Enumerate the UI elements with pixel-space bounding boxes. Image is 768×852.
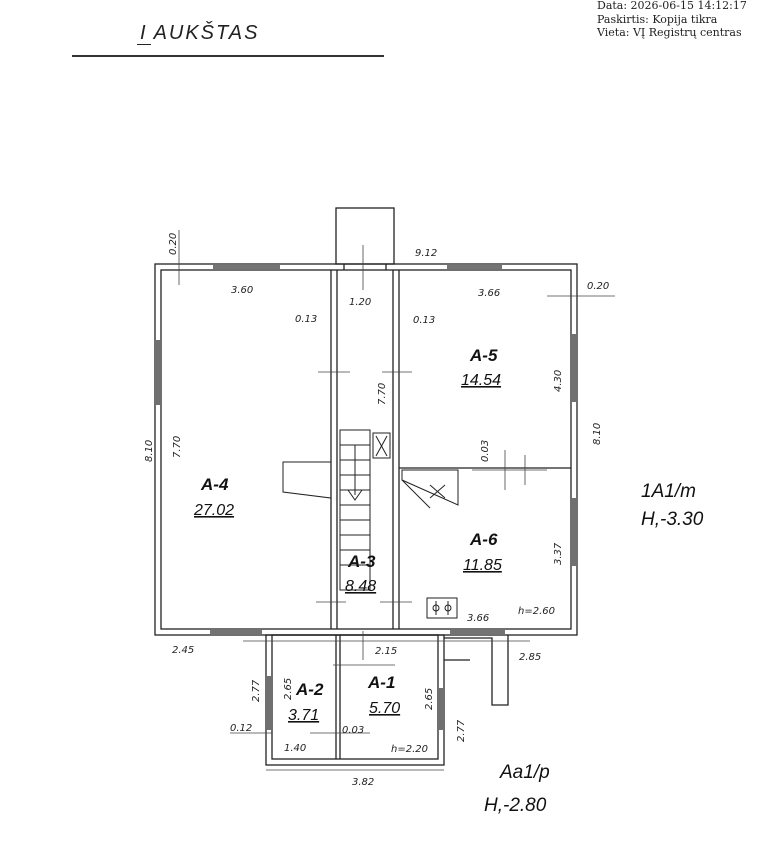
building-index-main: 1A1/m H,-3.30: [641, 481, 704, 530]
stamp-purpose: Paskirtis: Kopija tikra: [597, 12, 718, 26]
dim-label: 2.85: [519, 652, 541, 663]
dim-label: 7.70: [377, 383, 388, 405]
annex-inner-wall: [271, 634, 439, 760]
stamp-place: Vieta: VĮ Registrų centras: [597, 26, 742, 39]
index-height: H,-3.30: [641, 509, 704, 530]
room-id: A-4: [200, 475, 229, 494]
dim-label: 0.03: [342, 725, 364, 736]
room-id: A-3: [347, 552, 376, 571]
dim-label: 2.65: [424, 688, 435, 710]
title-underline: [72, 55, 384, 57]
room-area: 5.70: [369, 700, 400, 717]
dim-label: 0.13: [413, 315, 435, 326]
dimension-lines: [178, 230, 615, 771]
dim-label: 4.30: [553, 370, 564, 392]
dim-label: 8.10: [592, 423, 603, 445]
dim-label: 8.10: [144, 440, 155, 462]
dim-label: 3.37: [553, 542, 564, 565]
registry-stamp: Data: 2026-06-15 14:12:17 Paskirtis: Kop…: [597, 0, 747, 40]
dim-label: 2.77: [251, 679, 262, 702]
room-area: 3.71: [288, 707, 319, 724]
dim-label: 1.20: [349, 297, 371, 308]
dim-label: 2.15: [375, 646, 397, 657]
dim-label: 0.03: [480, 440, 491, 462]
floor-name: AUKŠTAS: [153, 22, 260, 44]
dim-label: 0.20: [168, 233, 179, 255]
room-id: A-2: [295, 680, 324, 699]
dim-label: 0.13: [295, 314, 317, 325]
dim-label: 3.66: [467, 613, 489, 624]
dim-label: 7.70: [172, 436, 183, 458]
dimension-labels: 0.20 9.12 3.60 1.20 3.66 0.20 0.13 0.13 …: [144, 233, 609, 788]
room-id: A-5: [469, 346, 498, 365]
porch: [444, 635, 509, 706]
cooker: [426, 597, 458, 619]
dim-label: 2.65: [283, 678, 294, 700]
dim-label: 3.60: [231, 285, 253, 296]
right-windows: [572, 334, 576, 566]
building-index-annex: Aa1/p H,-2.80: [484, 762, 550, 816]
dim-label: 2.45: [172, 645, 194, 656]
room-area: 8.48: [345, 578, 376, 595]
dim-label: h=2.20: [391, 744, 428, 755]
stove: [401, 469, 459, 509]
stamp-date: Data: 2026-06-15 14:12:17: [597, 0, 747, 12]
index-label: 1A1/m: [641, 481, 696, 502]
index-height: H,-2.80: [484, 795, 547, 816]
dim-label: 9.12: [415, 248, 437, 259]
dim-label: 2.77: [456, 719, 467, 742]
dim-label: 0.20: [587, 281, 609, 292]
staircase: [282, 429, 391, 591]
top-windows: [213, 265, 502, 269]
floor-numeral: I: [137, 22, 150, 45]
dim-label: 0.12: [230, 723, 252, 734]
dim-label: 3.82: [352, 777, 374, 788]
room-area: 27.02: [193, 502, 234, 519]
left-window: [156, 340, 160, 405]
room-area: 14.54: [461, 372, 501, 389]
main-inner-wall: [160, 269, 572, 630]
room-id: A-1: [367, 673, 395, 692]
room-area: 11.85: [463, 557, 502, 574]
dim-label: 3.66: [478, 288, 500, 299]
dim-label: h=2.60: [518, 606, 555, 617]
room-id: A-6: [469, 530, 498, 549]
index-label: Aa1/p: [499, 762, 550, 783]
chimney: [335, 207, 395, 265]
dim-label: 1.40: [284, 743, 306, 754]
room-labels: A-4 27.02 A-3 8.48 A-5 14.54 A-6 11.85 A…: [193, 346, 502, 724]
